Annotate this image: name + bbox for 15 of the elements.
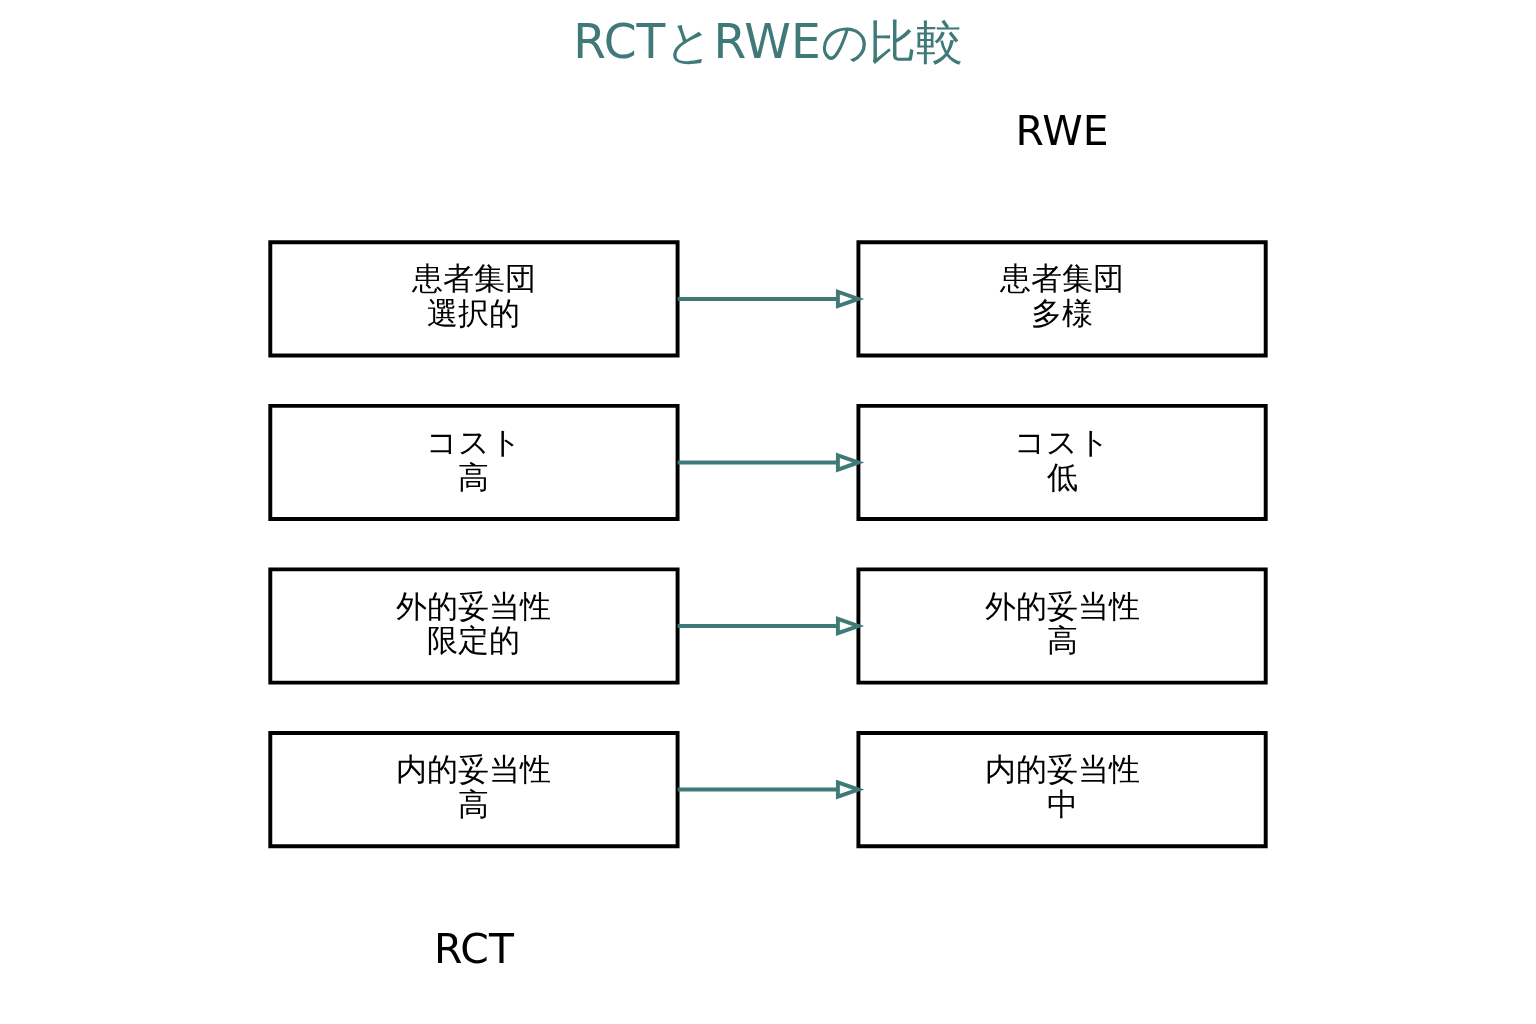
arrow [677, 779, 865, 800]
node-box: コスト 低 [856, 403, 1268, 522]
node-box: 外的妥当性 高 [856, 567, 1268, 685]
node-box: 患者集団 選択的 [268, 240, 680, 358]
label: RWE [1015, 107, 1109, 156]
node-box: 患者集団 多様 [856, 240, 1268, 358]
arrow [677, 289, 865, 309]
diagram-title: RCTとRWEの比較 [573, 14, 963, 70]
node-box: 外的妥当性 限定的 [268, 567, 680, 685]
node-box: 内的妥当性 高 [268, 730, 680, 849]
arrow [677, 616, 865, 636]
node-box: 内的妥当性 中 [856, 730, 1268, 849]
node-box: コスト 高 [268, 403, 680, 522]
label: RCT [434, 925, 514, 974]
arrow [677, 452, 865, 473]
